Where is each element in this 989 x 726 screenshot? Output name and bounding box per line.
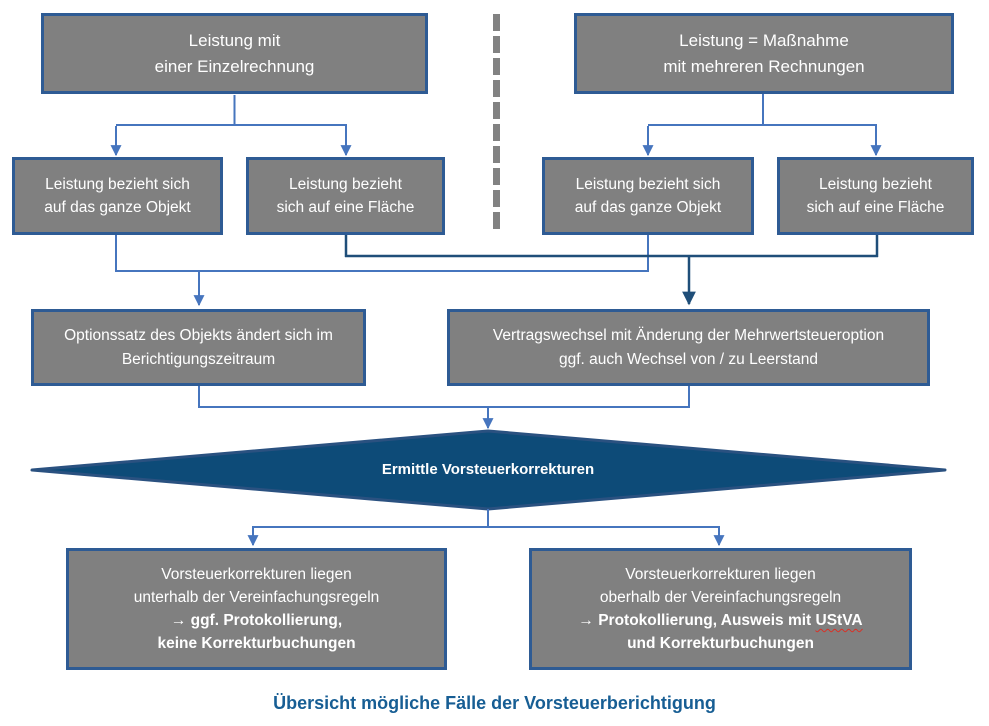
- node-text: mit mehreren Rechnungen: [663, 56, 865, 76]
- connector-area-to-contract-change: [344, 235, 879, 306]
- node-text: Leistung bezieht: [289, 175, 402, 193]
- node-below-simplification-rules: Vorsteuerkorrekturen liegen unterhalb de…: [66, 548, 447, 670]
- node-text: einer Einzelrechnung: [154, 56, 315, 76]
- node-text: auf das ganze Objekt: [44, 199, 191, 216]
- node-text: unterhalb der Vereinfachungsregeln: [133, 588, 380, 606]
- node-text: Leistung mit: [188, 31, 281, 50]
- node-text: Vorsteuerkorrekturen liegen: [625, 565, 816, 583]
- node-multi-whole-object: Leistung bezieht sich auf das ganze Obje…: [542, 157, 754, 235]
- node-option-rate-change: Optionssatz des Objekts ändert sich im B…: [31, 309, 366, 386]
- node-text: Vertragswechsel mit Änderung der Mehrwer…: [492, 327, 885, 345]
- node-text: auf das ganze Objekt: [574, 199, 722, 216]
- node-text-bold: keine Korrekturbuchungen: [157, 635, 356, 653]
- node-contract-change: Vertragswechsel mit Änderung der Mehrwer…: [447, 309, 930, 386]
- node-text: Berichtigungszeitraum: [121, 350, 276, 368]
- node-text: ggf. auch Wechsel von / zu Leerstand: [558, 350, 819, 368]
- node-above-simplification-rules: Vorsteuerkorrekturen liegen oberhalb der…: [529, 548, 912, 670]
- node-single-area: Leistung bezieht sich auf eine Fläche: [246, 157, 445, 235]
- node-text-part: → Protokollierung, Ausweis mit: [578, 612, 816, 629]
- node-single-invoice: Leistung mit einer Einzelrechnung: [41, 13, 428, 94]
- spellcheck-underlined-term: UStVA: [815, 612, 863, 629]
- node-multiple-invoices: Leistung = Maßnahme mit mehreren Rechnun…: [574, 13, 954, 94]
- node-text: oberhalb der Vereinfachungsregeln: [599, 588, 842, 606]
- node-text-bold: und Korrekturbuchungen: [627, 635, 814, 653]
- connector-to-decision: [198, 386, 690, 430]
- connector-multiple-invoices-branch: [642, 94, 882, 157]
- node-text: Leistung bezieht: [819, 175, 932, 193]
- node-single-whole-object: Leistung bezieht sich auf das ganze Obje…: [12, 157, 223, 235]
- connector-decision-to-results: [247, 509, 725, 547]
- node-text: Optionssatz des Objekts ändert sich im: [64, 327, 333, 345]
- connector-whole-object-to-option-rate: [115, 235, 649, 307]
- node-text-bold: → ggf. Protokollierung,: [170, 612, 343, 629]
- decision-label: Ermittle Vorsteuerkorrekturen: [381, 461, 595, 478]
- node-text: Leistung = Maßnahme: [679, 31, 849, 50]
- connector-single-invoice-branch: [110, 95, 352, 157]
- node-text: Leistung bezieht sich: [575, 175, 721, 193]
- node-multi-area: Leistung bezieht sich auf eine Fläche: [777, 157, 974, 235]
- diagram-caption: Übersicht mögliche Fälle der Vorsteuerbe…: [273, 693, 716, 713]
- node-text: Leistung bezieht sich: [45, 175, 190, 193]
- node-text: sich auf eine Fläche: [276, 199, 415, 216]
- node-text-bold: → Protokollierung, Ausweis mit UStVA: [578, 609, 862, 632]
- node-text: sich auf eine Fläche: [806, 199, 945, 216]
- node-text: Vorsteuerkorrekturen liegen: [161, 565, 352, 583]
